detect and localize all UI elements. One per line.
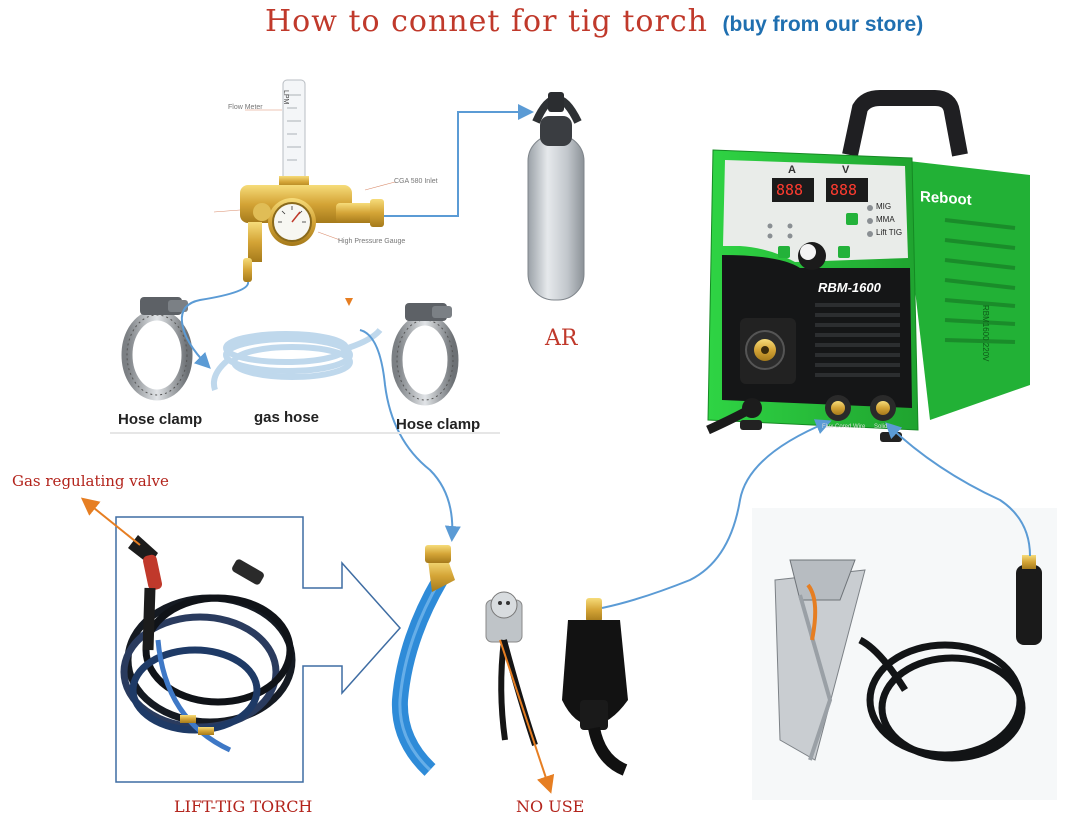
flowmeter-scale-label: LPM (282, 90, 289, 105)
hose-clamp-right-label: Hose clamp (396, 416, 481, 433)
regulator-to-cylinder-line (384, 104, 534, 217)
hose-clamp-right (391, 303, 459, 406)
dinse-to-welder-line (601, 419, 832, 609)
valve-arrow (80, 497, 141, 546)
hose-to-connector-line (359, 329, 461, 542)
meter-a-display: 888 (776, 181, 804, 199)
meter-v-label: V (842, 164, 850, 176)
marker-triangle (345, 298, 353, 306)
earth-to-welder-line (885, 422, 1031, 557)
meter-v-display: 888 (830, 181, 858, 199)
welder-side-label: RBM1600 220V (981, 305, 990, 362)
argon-cylinder (527, 92, 585, 301)
tig-torch (120, 535, 296, 753)
lift-tig-torch-label: LIFT-TIG TORCH (174, 797, 313, 816)
title-store-note: (buy from our store) (722, 13, 924, 36)
hose-clamp-left (121, 297, 193, 401)
gas-valve-label: Gas regulating valve (12, 472, 169, 490)
port-label-solid: Solid (874, 424, 888, 430)
dinse-plug (562, 598, 628, 776)
inlet-annotation: CGA 580 Inlet (394, 178, 438, 185)
regulator-to-hose-line (180, 281, 249, 369)
title-main: How to connet for tig torch (265, 4, 708, 39)
hose-clamp-left-label: Hose clamp (118, 411, 203, 428)
no-use-label: NO USE (516, 797, 585, 816)
mode-mig: MIG (876, 202, 892, 211)
welder-brand: Reboot (920, 188, 972, 209)
page-title: How to connet for tig torch (buy from ou… (265, 4, 923, 39)
gas-hose-coil (210, 327, 383, 391)
cylinder-label: AR (545, 326, 578, 351)
mode-lift-tig: Lift TIG (876, 228, 903, 237)
blue-gas-hose (391, 545, 455, 776)
mode-mma: MMA (876, 215, 895, 224)
welder-model: RBM-1600 (818, 280, 881, 295)
welder-machine (706, 90, 1030, 442)
flowmeter-annotation: Flow Meter (228, 104, 263, 111)
lift-tig-torch-box (115, 516, 402, 783)
gauge-annotation: High Pressure Gauge (338, 238, 406, 245)
earth-clamp (752, 508, 1057, 800)
regulator-flowmeter (213, 79, 396, 282)
meter-a-label: A (788, 164, 796, 176)
no-use-arrow (499, 639, 555, 794)
parts-divider (110, 432, 500, 434)
gas-hose-label: gas hose (254, 409, 320, 426)
port-label-flux: Flux Cored Wire (822, 424, 866, 430)
